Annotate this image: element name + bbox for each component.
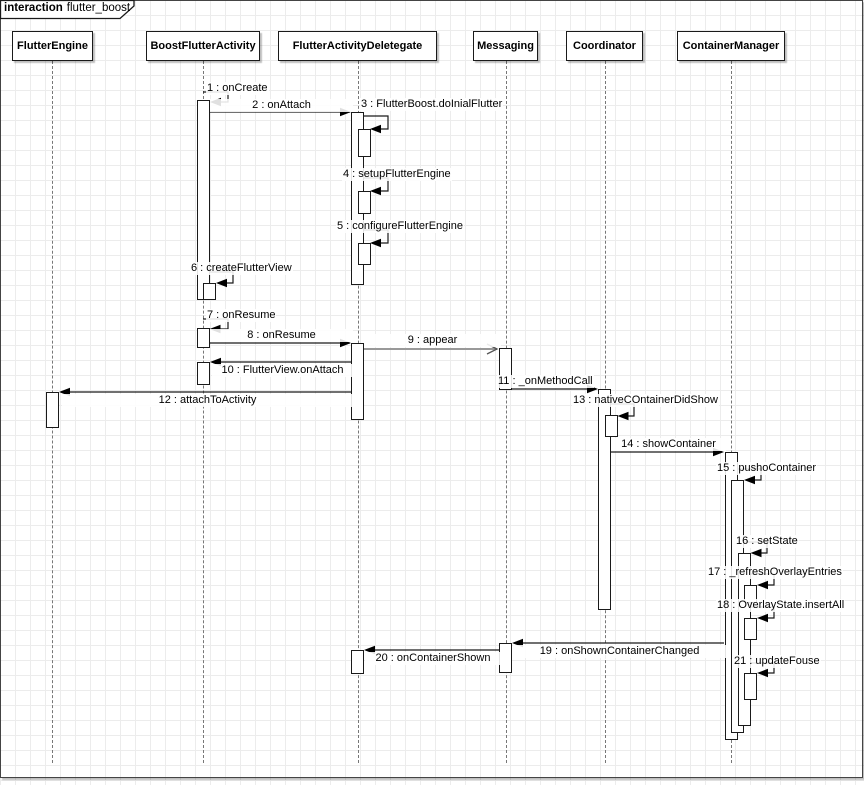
message-label-6: 6 : createFlutterView	[190, 262, 293, 275]
message-label-12: 12 : attachToActivity	[62, 394, 353, 407]
message-label-8: 8 : onResume	[210, 329, 353, 342]
activation-bar-coordinator-main	[598, 389, 611, 610]
participant-flutterengine: FlutterEngine	[12, 31, 93, 61]
lifeline-containermanager	[731, 61, 732, 763]
activation-bar-cm-updatefouse	[744, 673, 757, 700]
participant-flutteractivitydeletegate: FlutterActivityDeletegate	[278, 31, 437, 61]
message-label-13: 13 : nativeCOntainerDidShow	[572, 394, 719, 407]
message-label-1: 1 : onCreate	[206, 82, 269, 95]
message-label-18: 18 : OverlayState.insertAll	[716, 599, 846, 612]
message-label-5: 5 : configureFlutterEngine	[336, 220, 464, 233]
message-label-11: 11 : _onMethodCall	[497, 375, 594, 388]
message-label-4: 4 : setupFlutterEngine	[342, 168, 452, 181]
participant-coordinator: Coordinator	[566, 31, 643, 61]
activation-bar-fad-resume	[351, 343, 364, 420]
message-label-2: 2 : onAttach	[210, 99, 353, 112]
message-label-19: 19 : onShownContainerChanged	[513, 645, 726, 658]
lifeline-messaging	[505, 61, 507, 763]
message-label-7: 7 : onResume	[206, 309, 277, 322]
message-label-14: 14 : showContainer	[611, 438, 726, 451]
lifeline-boostflutteractivity	[203, 61, 204, 763]
activation-bar-bfa-onresume	[196, 328, 210, 348]
message-label-17: 17 : _refreshOverlayEntries	[707, 566, 843, 579]
activation-bar-fad-setup	[357, 191, 371, 214]
participant-messaging: Messaging	[473, 31, 538, 61]
activation-bar-cm-insertall	[744, 618, 757, 640]
activation-bar-fad-configure	[357, 243, 371, 265]
message-label-9: 9 : appear	[364, 334, 501, 347]
activation-bar-engine	[46, 392, 59, 428]
activation-bar-fad-shown	[351, 650, 364, 674]
message-label-16: 16 : setState	[735, 535, 799, 548]
participant-containermanager: ContainerManager	[677, 31, 785, 61]
message-label-3: 3 : FlutterBoost.doInialFlutter	[360, 98, 504, 111]
interaction-keyword: interaction	[4, 2, 63, 14]
message-label-15: 15 : pushoContainer	[716, 462, 818, 475]
activation-bar-bfa-createview	[203, 283, 216, 300]
interaction-name: flutter_boost	[66, 2, 131, 14]
message-label-21: 21 : updateFouse	[733, 655, 821, 668]
message-label-20: 20 : onContainerShown	[365, 652, 501, 665]
activation-bar-fad-doinit	[357, 129, 371, 157]
message-label-10: 10 : FlutterView.onAttach	[212, 364, 353, 377]
message-3-arrow	[364, 115, 389, 134]
frame-title-tab	[0, 0, 135, 20]
participant-boostflutteractivity: BoostFlutterActivity	[146, 31, 260, 61]
activation-bar-coordinator-didshow	[604, 415, 618, 437]
activation-bar-bfa-onattach	[196, 362, 210, 385]
